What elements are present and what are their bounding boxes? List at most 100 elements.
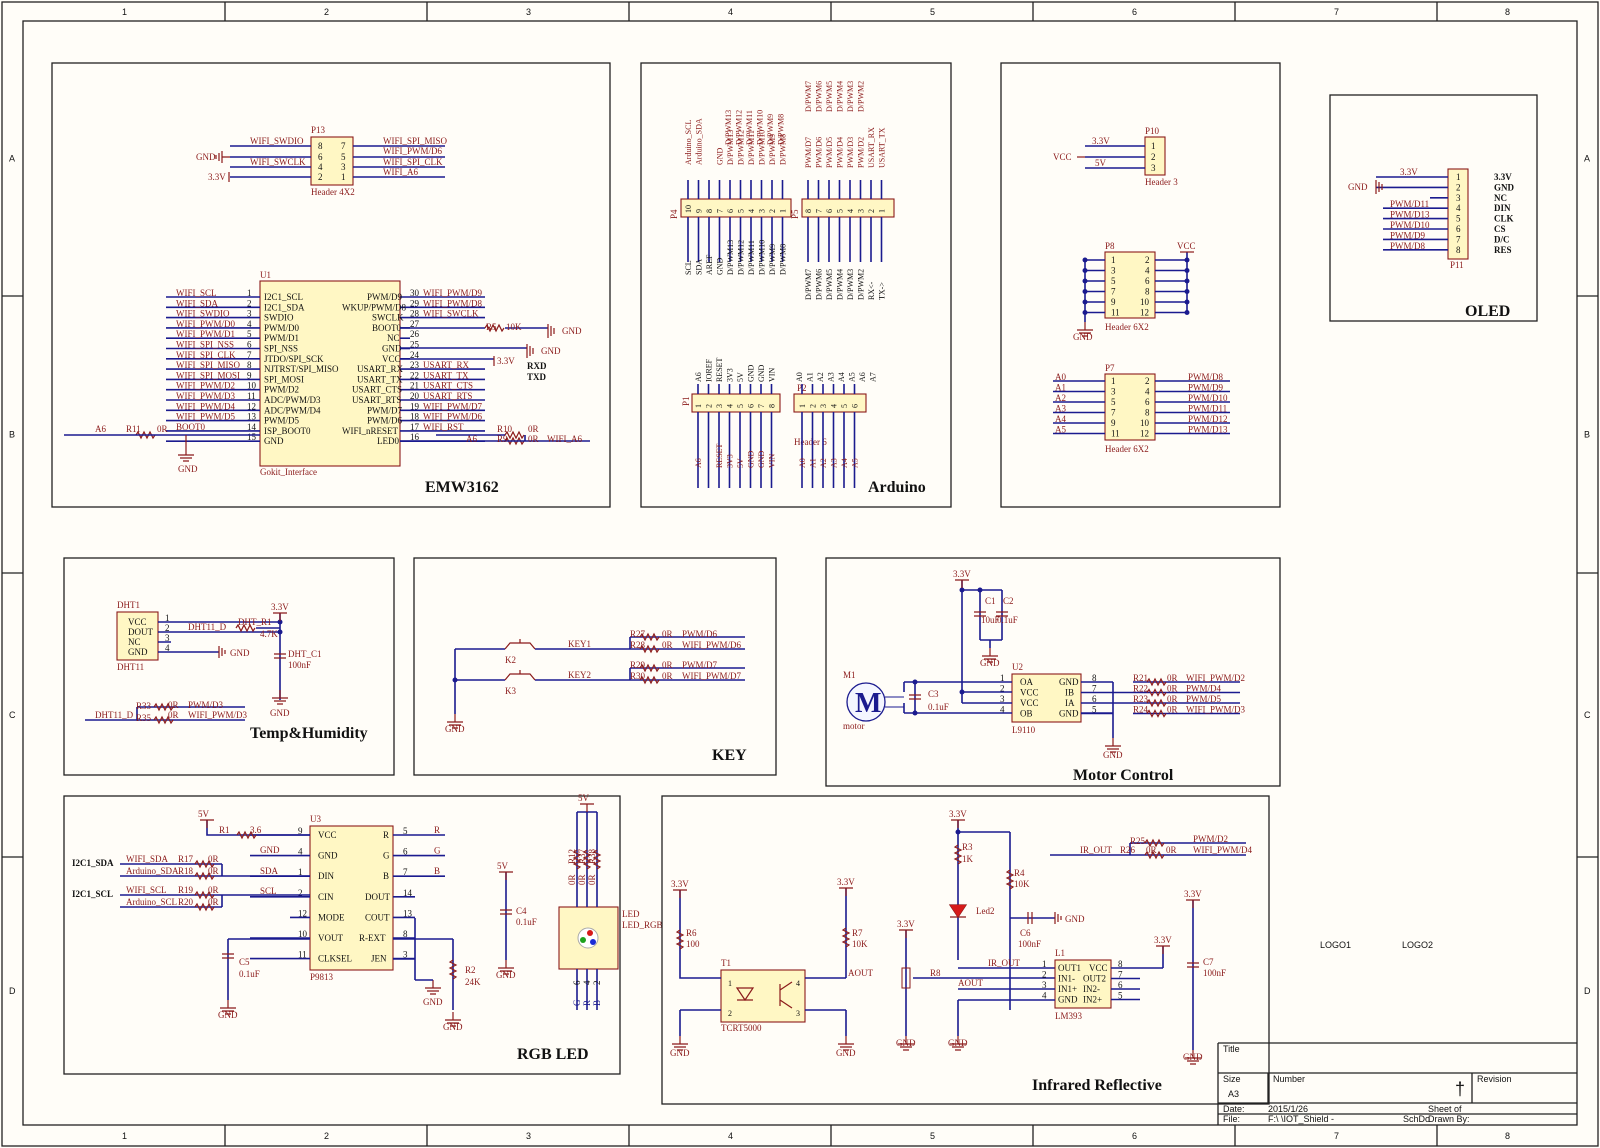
header-ref: P10 (1145, 126, 1160, 136)
header-pin-number: 6 (1145, 276, 1150, 286)
header-p4[interactable] (680, 198, 792, 218)
header-p10[interactable] (1144, 136, 1166, 176)
u1-net-label: USART_TX (423, 370, 469, 380)
header-net-label: A5 (851, 458, 860, 468)
header-net-label: D/PWM13 (724, 110, 733, 145)
header-p13[interactable]: P13 Header 4X2 8 6 4 2 7 5 3 1 (310, 125, 355, 197)
component-ref: R12 (567, 849, 577, 864)
dht11-sensor[interactable] (116, 611, 159, 661)
u1-pin-name: BOOT0 (372, 323, 401, 333)
header-p5[interactable] (801, 198, 895, 218)
svg-text:0R: 0R (528, 424, 539, 434)
motor-m1[interactable] (846, 682, 886, 722)
infrared-title: Infrared Reflective (1032, 1077, 1162, 1094)
header-net-label: A1 (1055, 383, 1066, 393)
header-net-label: PWM/D7 (804, 137, 813, 168)
svg-text:A6: A6 (95, 424, 106, 434)
u1-net-label: WIFI_RST (423, 422, 464, 432)
u1-net-label: WIFI_SPI_MOSI (176, 370, 240, 380)
header-net-label: D/PWM9 (766, 114, 775, 145)
header-net-label: USART_TX (878, 127, 887, 168)
zone-col-label: 1 (122, 1131, 127, 1141)
net-label: PWM/D6 (682, 629, 718, 639)
u1-gokit-interface[interactable]: U1 Gokit_Interface (259, 270, 401, 477)
p9813-driver[interactable] (309, 825, 394, 971)
zone-col-label: 6 (1132, 7, 1137, 17)
svg-text:A6: A6 (466, 434, 477, 444)
header-pin-number: 12 (1140, 429, 1149, 439)
component-ref: R17 (178, 854, 194, 864)
p9813-pin-number: 4 (298, 847, 303, 857)
component-value: 0R (1167, 705, 1178, 715)
u1-net-label: WIFI_PWM/D1 (176, 329, 235, 339)
header-pin-label: A3 (827, 372, 836, 382)
header-p8[interactable] (1104, 251, 1156, 319)
header-pin-number: 7 (1456, 234, 1461, 244)
header-pin-number: 1 (694, 404, 703, 408)
header-pin-number: 8 (768, 404, 777, 408)
oled-net-label: PWM/D10 (1390, 220, 1430, 230)
tcrt5000-sensor[interactable] (720, 969, 806, 1023)
header-net-label: D/PWM7 (804, 81, 813, 112)
u1-pin-name: SPI_MOSI (264, 374, 304, 384)
header-pin-label: GND (716, 257, 725, 275)
pot-r8[interactable] (901, 967, 911, 989)
p9813-pin-name: JEN (371, 954, 387, 964)
header-net-label: A3 (830, 458, 839, 468)
u1-net-label: WIFI_PWM/D5 (176, 412, 235, 422)
p9813-pin-number: 8 (403, 929, 408, 939)
component-ref: U3 (310, 814, 321, 824)
component-value: 0R (208, 897, 219, 907)
u1-pin-number: 2 (247, 298, 252, 308)
header-p7[interactable] (1104, 373, 1156, 441)
header-net-label: A6 (694, 458, 703, 468)
header-net-label: 3V3 (726, 454, 735, 468)
u1-pin-name: GND (382, 344, 402, 354)
component-value: 1K (962, 854, 974, 864)
l9110-driver[interactable] (1011, 673, 1082, 723)
u1-pin-number: 5 (247, 329, 252, 339)
header-pin-number: 7 (815, 209, 824, 213)
svg-text:Sheet of: Sheet of (1428, 1104, 1462, 1114)
component-part: P9813 (310, 972, 334, 982)
zone-row-label: D (9, 986, 16, 996)
net-label: PWM/D7 (682, 660, 718, 670)
lm393-pin-number: 8 (1118, 959, 1123, 969)
header-p2[interactable] (793, 393, 867, 413)
u1-pin-name: ADC/PWM/D4 (264, 405, 321, 415)
led-green-die (580, 937, 586, 943)
header-pin-number: 4 (830, 404, 839, 408)
svg-text:WIFI_SWDIO: WIFI_SWDIO (250, 136, 304, 146)
net-label: PWM/D4 (1186, 684, 1222, 694)
lm393-pin-number: 4 (1042, 991, 1047, 1001)
net-label: WIFI_PWM/D3 (1186, 705, 1245, 715)
zone-col-label: 6 (1132, 1131, 1137, 1141)
header-net-label: A4 (840, 458, 849, 468)
u1-net-label: WIFI_PWM/D9 (423, 288, 482, 298)
emw3162-block: EMW3162 P13 Header 4X2 8 6 4 2 7 5 3 1 W… (51, 62, 611, 508)
u1-pin-name: PWM/D1 (264, 333, 299, 343)
dht-pin-number: 1 (165, 613, 170, 623)
led-pin-number: 4 (582, 980, 592, 985)
component-ref: C7 (1203, 957, 1214, 967)
component-ref: C2 (1003, 596, 1014, 606)
u1-net-label: WIFI_SPI_NSS (176, 340, 234, 350)
header-p11[interactable] (1447, 168, 1469, 260)
gnd-symbol: GND (1183, 1052, 1203, 1062)
l9110-pin-number: 5 (1092, 705, 1097, 715)
component-part: DHT11 (117, 662, 144, 672)
junction-dot (959, 587, 965, 593)
svg-text:0R: 0R (528, 434, 539, 444)
p9813-pin-name: DOUT (365, 892, 390, 902)
lm393-comparator[interactable] (1054, 959, 1112, 1009)
header-pin-label: D/PWM5 (825, 269, 834, 300)
u1-pin-name: PWM/D6 (367, 416, 403, 426)
header-p1[interactable] (691, 393, 781, 413)
header-pin-number: 6 (851, 404, 860, 408)
header-net-label: A2 (819, 458, 828, 468)
header-net-label: A2 (1055, 393, 1066, 403)
net-label: KEY2 (568, 670, 591, 680)
